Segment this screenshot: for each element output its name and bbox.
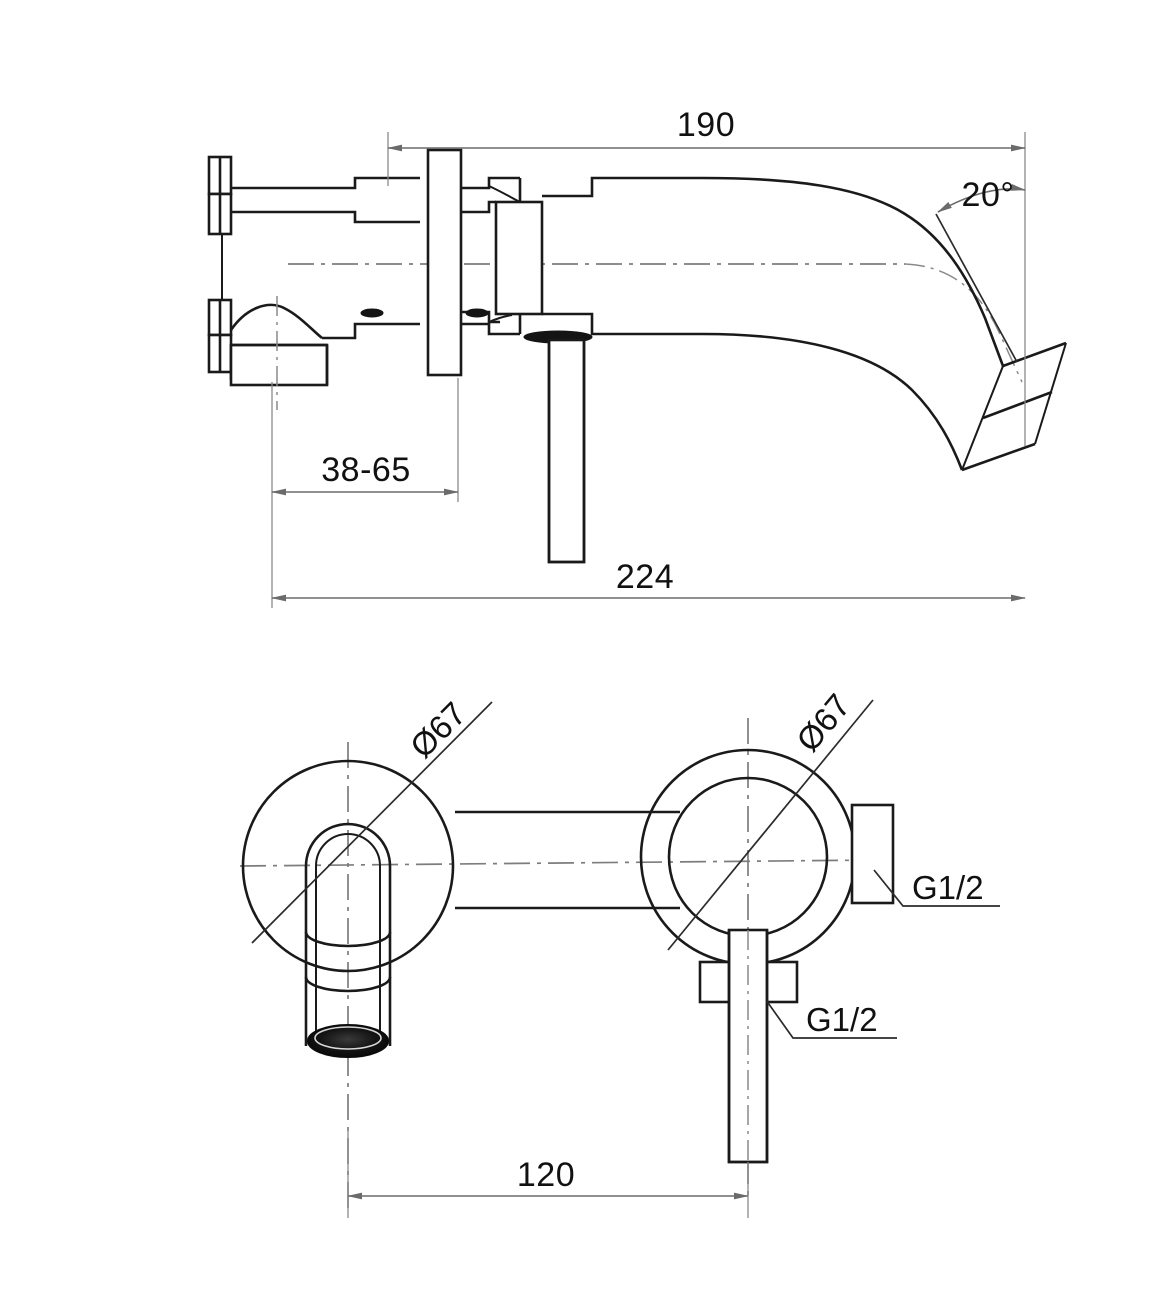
dimension-190-label: 190 (677, 106, 735, 144)
mixer-escutcheon-assembly (639, 748, 895, 1175)
dimension-20-degrees: 20° (935, 176, 1026, 363)
handle-lever (547, 338, 586, 564)
callout-thread-side: G1/2 (873, 869, 1000, 907)
spout-barrel-ring-upper (304, 931, 392, 948)
spout-escutcheon-outer-circle (241, 759, 455, 973)
spout-bend-centerline (904, 263, 1023, 383)
seal-mark-middle (465, 308, 489, 318)
dimension-120: 120 (347, 1128, 749, 1218)
diameter-67-right: Ø67 (667, 687, 874, 951)
diameter-67-left: Ø67 (251, 695, 493, 944)
front-plan-view: Ø67 Ø67 G1/2 G1/2 120 (239, 687, 1000, 1218)
lower-cap-dome (229, 303, 420, 387)
diameter-67-left-label: Ø67 (403, 695, 473, 765)
mixer-body-block (461, 176, 544, 336)
spout-tube (542, 176, 1005, 471)
dimension-20-degrees-label: 20° (962, 176, 1015, 214)
callout-thread-bottom: G1/2 (765, 999, 897, 1039)
diameter-67-right-label: Ø67 (789, 687, 857, 759)
connecting-body (455, 810, 680, 910)
escutcheon-flange (426, 148, 463, 377)
spout-escutcheon-assembly (241, 759, 455, 1058)
callout-thread-bottom-label: G1/2 (806, 1001, 878, 1038)
dimension-120-label: 120 (517, 1156, 575, 1194)
dimension-224-label: 224 (616, 558, 674, 596)
spout-barrel-inner-outline (315, 833, 381, 1040)
upper-stem-arm (231, 176, 420, 224)
dimension-38-65-label: 38-65 (321, 451, 410, 489)
seal-mark-upper (360, 308, 384, 318)
dimension-38-65: 38-65 (271, 378, 459, 502)
spout-barrel (304, 822, 392, 1046)
spout-outlet-collar (961, 341, 1067, 472)
dimension-190: 190 (387, 106, 1026, 446)
spout-barrel-ring-lower (304, 976, 392, 993)
aerator-inner-ring (314, 1026, 382, 1050)
side-elevation-view: 190 20° 38-65 224 (207, 106, 1067, 608)
aerator-face (307, 1024, 389, 1058)
side-inlet-boss (850, 803, 895, 905)
plan-view-horizontal-centerline (239, 859, 881, 867)
dimension-224: 224 (271, 502, 1026, 608)
callout-thread-side-label: G1/2 (912, 869, 984, 906)
wall-mounting-bracket (207, 155, 233, 374)
